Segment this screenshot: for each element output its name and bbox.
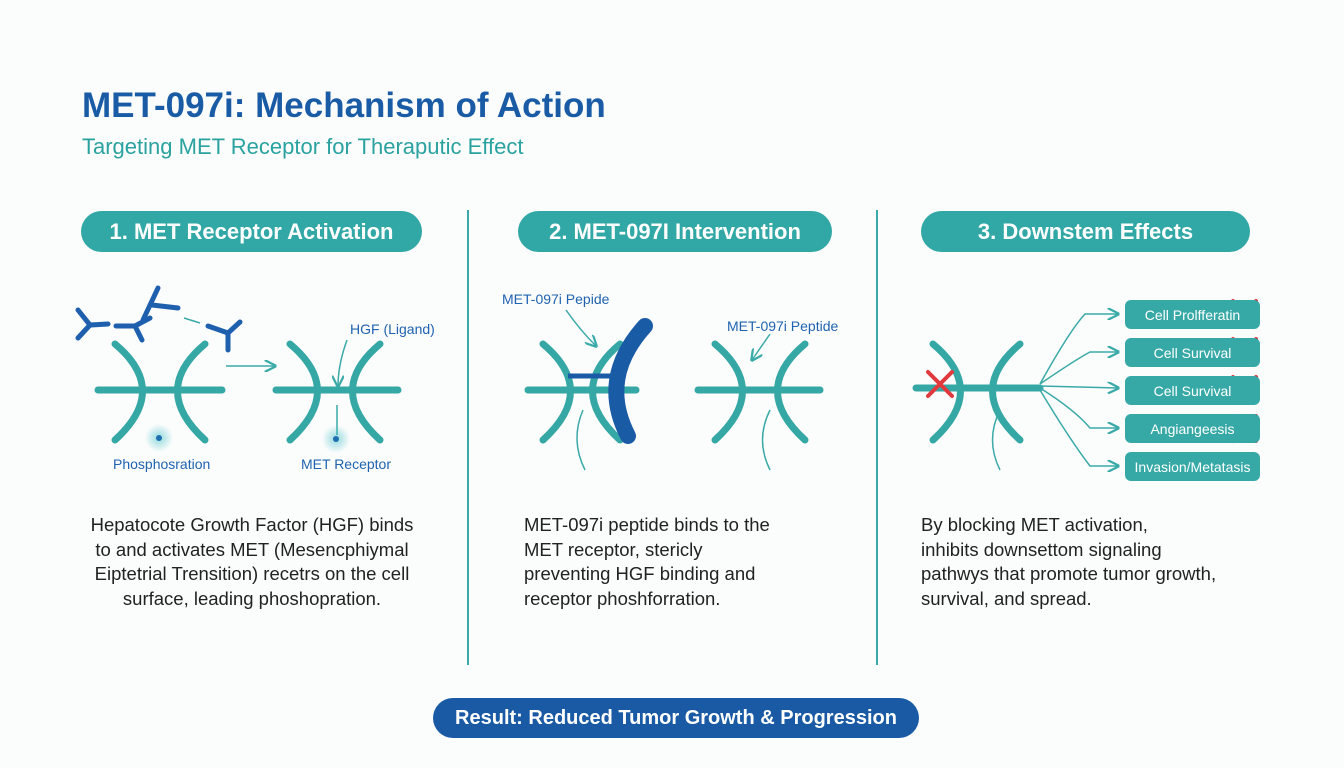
description-line: survival, and spread. xyxy=(921,587,1092,609)
effect-box: Cell Survival xyxy=(1125,376,1260,405)
effect-box: Angiangeesis xyxy=(1125,414,1260,443)
description-line: Hepatocote Growth Factor (HGF) binds xyxy=(90,514,414,535)
met-receptor-icon xyxy=(694,340,824,444)
met-receptor-icon xyxy=(272,340,402,444)
panel-3-description: By blocking MET activation, inhibits dow… xyxy=(921,513,1216,611)
panel-3-heading: 3. Downstem Effects xyxy=(921,211,1250,252)
divider xyxy=(467,210,469,665)
description-line: MET receptor, stericly xyxy=(524,538,703,560)
panel-2-heading: 2. MET-097I Intervention xyxy=(518,211,832,252)
peptide-label: MET-097i Peptide xyxy=(727,318,839,334)
page-subtitle: Targeting MET Receptor for Theraputic Ef… xyxy=(82,134,524,159)
description-line: preventing HGF binding and xyxy=(524,563,756,584)
met-receptor-label: MET Receptor xyxy=(301,456,391,472)
phosphorylation-label: Phosphosration xyxy=(113,456,211,472)
divider xyxy=(876,210,878,665)
description-line: inhibits downsettom signaling xyxy=(921,538,1162,560)
result-banner: Result: Reduced Tumor Growth & Progressi… xyxy=(433,698,919,738)
description-line: receptor phoshforration. xyxy=(524,587,721,609)
description-line: MET-097i peptide binds to the xyxy=(524,514,770,535)
effect-box: Cell Survival xyxy=(1125,338,1260,367)
effect-box: Invasion/Metatasis xyxy=(1125,452,1260,481)
panel-2-description: MET-097i peptide binds to the MET recept… xyxy=(524,513,770,611)
description-line: pathwys that promote tumor growth, xyxy=(921,563,1217,584)
peptide-label: MET-097i Pepide xyxy=(502,291,610,307)
effect-box: Cell Prolfferatin xyxy=(1125,300,1260,329)
page-title: MET-097i: Mechanism of Action xyxy=(82,86,606,125)
description-line: to and activates MET (Mesencphiymal xyxy=(95,538,409,560)
hgf-ligand-icon xyxy=(75,285,243,353)
hgf-label: HGF (Ligand) xyxy=(350,321,435,337)
description-line: surface, leading phoshopration. xyxy=(122,587,382,609)
description-line: By blocking MET activation, xyxy=(921,514,1148,535)
panel-1-heading: 1. MET Receptor Activation xyxy=(81,211,422,252)
description-line: Eiptetrial Trensition) recetrs on the ce… xyxy=(94,563,410,584)
met-097i-peptide-icon xyxy=(608,318,653,444)
met-receptor-icon xyxy=(94,340,226,444)
panel-1-description: Hepatocote Growth Factor (HGF) binds to … xyxy=(60,513,444,611)
